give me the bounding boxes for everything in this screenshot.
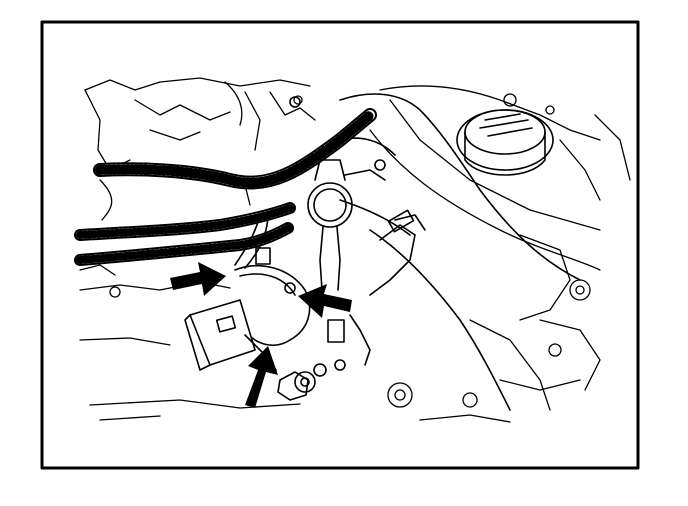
figure-frame bbox=[40, 20, 640, 470]
engine-block-outline bbox=[79, 77, 316, 421]
connector-latch bbox=[255, 247, 271, 265]
figure-border bbox=[40, 20, 640, 470]
arrow-icon bbox=[170, 262, 226, 296]
mounting-bracket bbox=[327, 209, 426, 366]
corrugated-wire-harness bbox=[74, 108, 377, 266]
arrow-icon bbox=[245, 346, 278, 408]
intake-duct bbox=[339, 93, 581, 411]
oil-filler-cap bbox=[456, 109, 554, 176]
callout-arrows bbox=[170, 262, 352, 408]
arrow-icon bbox=[298, 284, 352, 318]
bolt bbox=[277, 96, 386, 401]
sensor-wires bbox=[234, 214, 269, 269]
coolant-hose bbox=[307, 159, 386, 291]
engine-illustration bbox=[40, 20, 640, 470]
right-engine-outline bbox=[369, 85, 631, 423]
